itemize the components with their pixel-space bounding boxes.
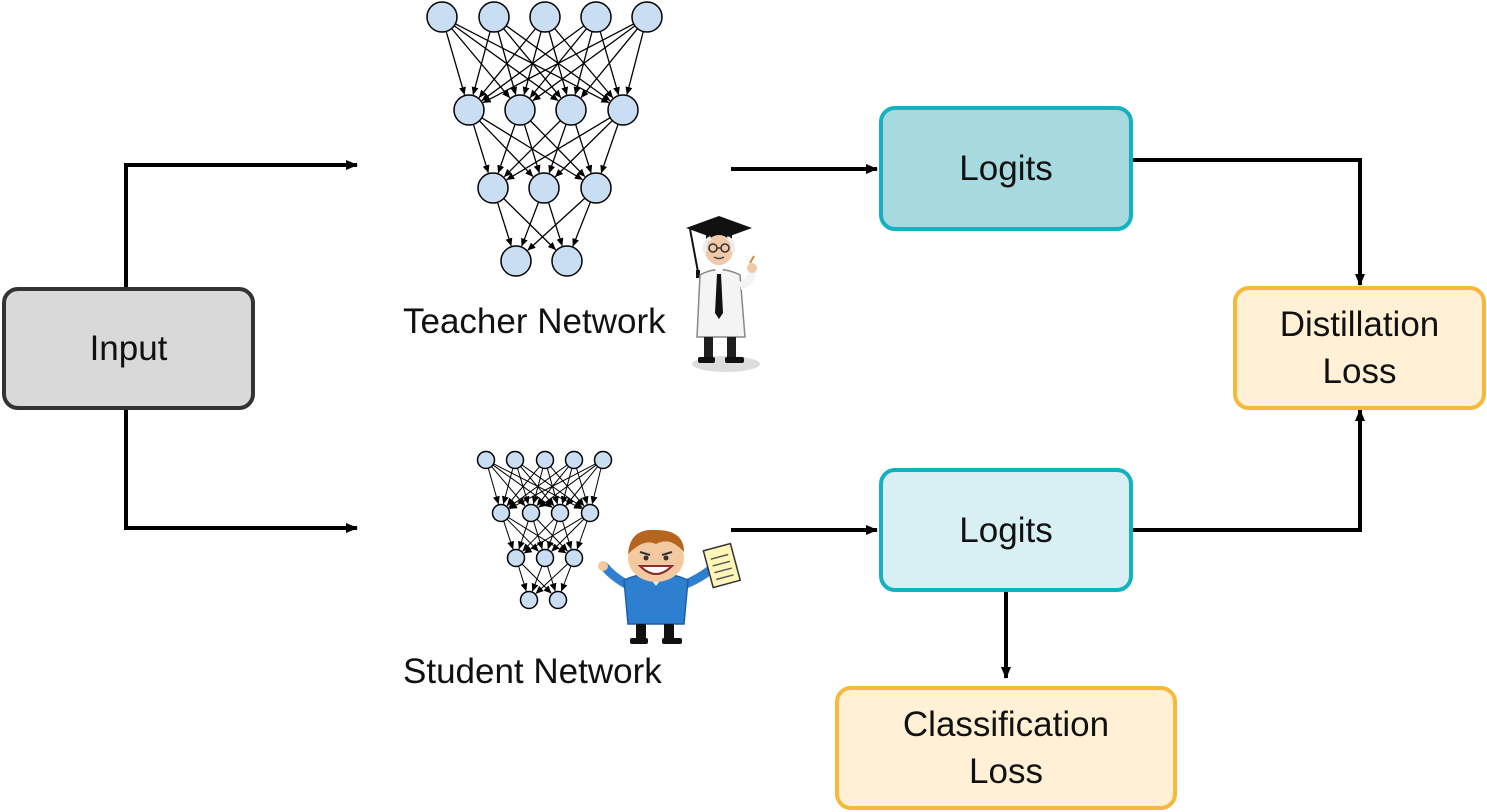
teacher-neuron	[529, 1, 561, 33]
teacher-connection	[600, 123, 619, 174]
distillation-loss-box: Distillation Loss	[1233, 286, 1486, 410]
teacher-connection	[478, 28, 537, 99]
teacher-logits-label: Logits	[959, 149, 1053, 188]
teacher-connection	[572, 201, 592, 247]
student-connection	[487, 468, 500, 505]
happy-student-with-paper-icon	[598, 529, 742, 644]
student-neuron	[505, 450, 525, 470]
teacher-connection	[482, 23, 635, 104]
student-neuron	[519, 590, 539, 610]
student-connection	[506, 466, 540, 507]
teacher-connection	[481, 25, 585, 102]
teacher-connection	[527, 197, 586, 251]
student-connection	[562, 520, 573, 550]
classification-loss-line2: Loss	[969, 752, 1043, 791]
teacher-connection	[451, 28, 511, 99]
teacher-network-graph	[426, 1, 663, 277]
student-connection	[560, 565, 572, 592]
teacher-neuron	[607, 94, 639, 126]
teacher-neuron	[551, 245, 583, 277]
student-network-label: Student Network	[403, 652, 662, 691]
student-connection	[538, 464, 597, 508]
teacher-neuron	[528, 172, 560, 204]
teacher-connection	[503, 120, 561, 178]
teacher-connection	[472, 124, 490, 174]
student-neuron	[550, 503, 570, 523]
student-connection	[522, 518, 555, 552]
teacher-connection	[506, 117, 611, 181]
student-neuron	[491, 503, 511, 523]
teacher-connection	[445, 31, 466, 96]
teacher-connection	[532, 25, 636, 102]
student-neuron	[564, 548, 584, 568]
student-connection	[518, 520, 529, 550]
student-connection	[503, 520, 514, 550]
arrow-teacher-logits-to-distillation	[1132, 158, 1365, 286]
student-logits-box: Logits	[879, 468, 1133, 592]
teacher-network-label: Teacher Network	[403, 302, 666, 341]
student-neuron	[521, 503, 541, 523]
classification-loss-box: Classification Loss	[835, 686, 1177, 810]
teacher-neuron	[453, 94, 485, 126]
teacher-connection	[554, 120, 613, 178]
student-connection	[576, 520, 588, 550]
student-connection	[506, 518, 539, 552]
teacher-connection	[471, 31, 491, 96]
student-neuron	[564, 450, 584, 470]
teacher-neuron	[477, 172, 509, 204]
arrow-input-to-teacher	[124, 160, 358, 287]
classification-loss-line1: Classification	[902, 705, 1110, 744]
student-neuron	[535, 548, 555, 568]
student-neuron	[476, 450, 496, 470]
teacher-neuron	[478, 1, 510, 33]
teacher-neuron	[504, 94, 536, 126]
student-neuron	[593, 450, 613, 470]
student-connection	[531, 565, 543, 592]
student-connection	[551, 518, 585, 552]
arrow-student-logits-to-distillation	[1132, 409, 1365, 532]
teacher-neuron	[426, 1, 458, 33]
teacher-connection	[625, 31, 644, 95]
teacher-neuron	[580, 1, 612, 33]
input-box: Input	[2, 287, 255, 410]
teacher-neuron	[580, 172, 612, 204]
student-connection	[518, 565, 528, 592]
teacher-neuron	[631, 1, 663, 33]
student-neuron	[535, 450, 555, 470]
professor-with-graduation-cap-icon	[686, 216, 760, 372]
teacher-neuron	[555, 94, 587, 126]
student-logits-label: Logits	[959, 510, 1053, 550]
student-connection	[565, 466, 599, 507]
teacher-connection	[497, 123, 516, 174]
student-neuron	[506, 548, 526, 568]
student-connection	[547, 520, 558, 550]
teacher-connection	[453, 25, 559, 102]
student-connection	[535, 563, 569, 594]
student-connection	[508, 463, 596, 510]
teacher-connection	[496, 202, 513, 247]
student-connection	[523, 516, 583, 554]
teacher-connection	[580, 28, 639, 99]
teacher-connection	[547, 202, 564, 247]
student-connection	[508, 464, 568, 508]
student-connection	[501, 468, 514, 505]
distillation-loss-line2: Loss	[1322, 352, 1397, 391]
student-network-graph	[476, 450, 613, 610]
student-neuron	[548, 590, 568, 610]
arrow-input-to-student	[124, 410, 358, 533]
student-neuron	[580, 503, 600, 523]
student-connection	[590, 468, 602, 505]
teacher-neuron	[500, 245, 532, 277]
input-label: Input	[89, 329, 168, 368]
teacher-logits-box: Logits	[879, 106, 1133, 231]
distillation-loss-line1: Distillation	[1279, 305, 1440, 344]
teacher-connection	[521, 201, 540, 247]
